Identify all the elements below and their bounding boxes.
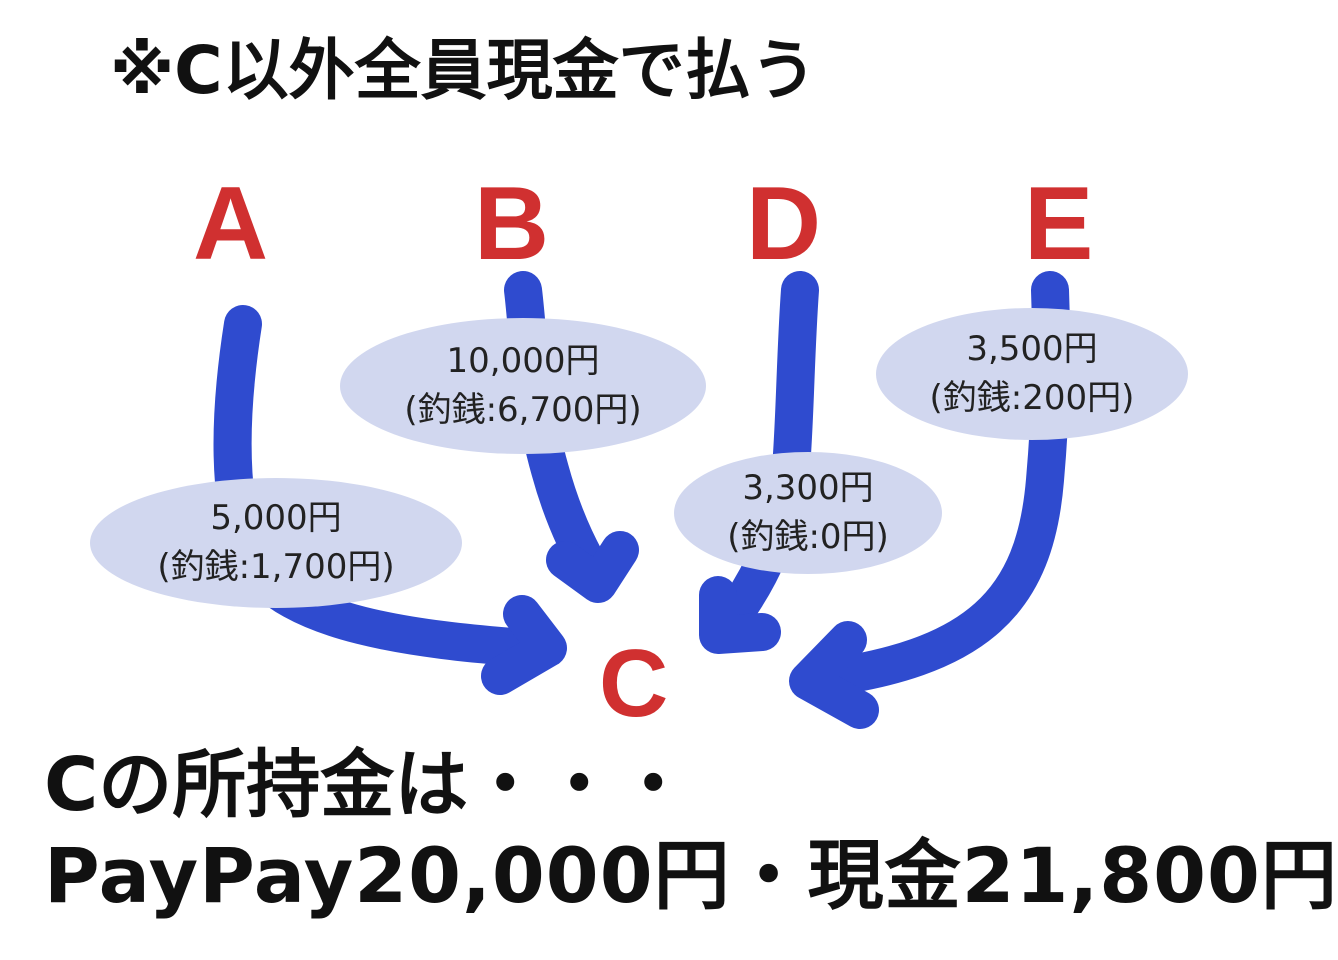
summary-heading: Cの所持金は・・・ bbox=[44, 742, 691, 828]
payment-change-a: (釣銭:1,700円) bbox=[157, 547, 395, 587]
person-c-label: C bbox=[599, 630, 669, 737]
person-a-label: A bbox=[193, 166, 269, 282]
payment-change-b: (釣銭:6,700円) bbox=[404, 390, 642, 430]
summary-balance: PayPay20,000円・現金21,800円 bbox=[44, 831, 1338, 920]
payment-bubble-a: 5,000円 (釣銭:1,700円) bbox=[90, 478, 462, 608]
person-b-label: B bbox=[474, 166, 550, 282]
payment-bubble-b: 10,000円 (釣銭:6,700円) bbox=[340, 318, 706, 454]
note-title: ※C以外全員現金で払う bbox=[110, 32, 817, 109]
person-d-label: D bbox=[746, 166, 822, 282]
arrowhead-a bbox=[481, 595, 567, 695]
arrowhead-d bbox=[699, 576, 781, 654]
payment-amount-d: 3,300円 bbox=[742, 467, 874, 508]
arrowhead-e bbox=[789, 621, 879, 729]
person-e-label: E bbox=[1024, 166, 1094, 282]
payment-amount-e: 3,500円 bbox=[966, 328, 1098, 369]
payment-bubble-e: 3,500円 (釣銭:200円) bbox=[876, 308, 1188, 440]
arrowhead-b bbox=[546, 531, 639, 603]
payment-bubble-d: 3,300円 (釣銭:0円) bbox=[674, 452, 942, 574]
payment-change-d: (釣銭:0円) bbox=[727, 517, 889, 557]
payment-amount-b: 10,000円 bbox=[446, 340, 600, 381]
payment-amount-a: 5,000円 bbox=[210, 497, 342, 538]
payment-change-e: (釣銭:200円) bbox=[929, 378, 1135, 418]
